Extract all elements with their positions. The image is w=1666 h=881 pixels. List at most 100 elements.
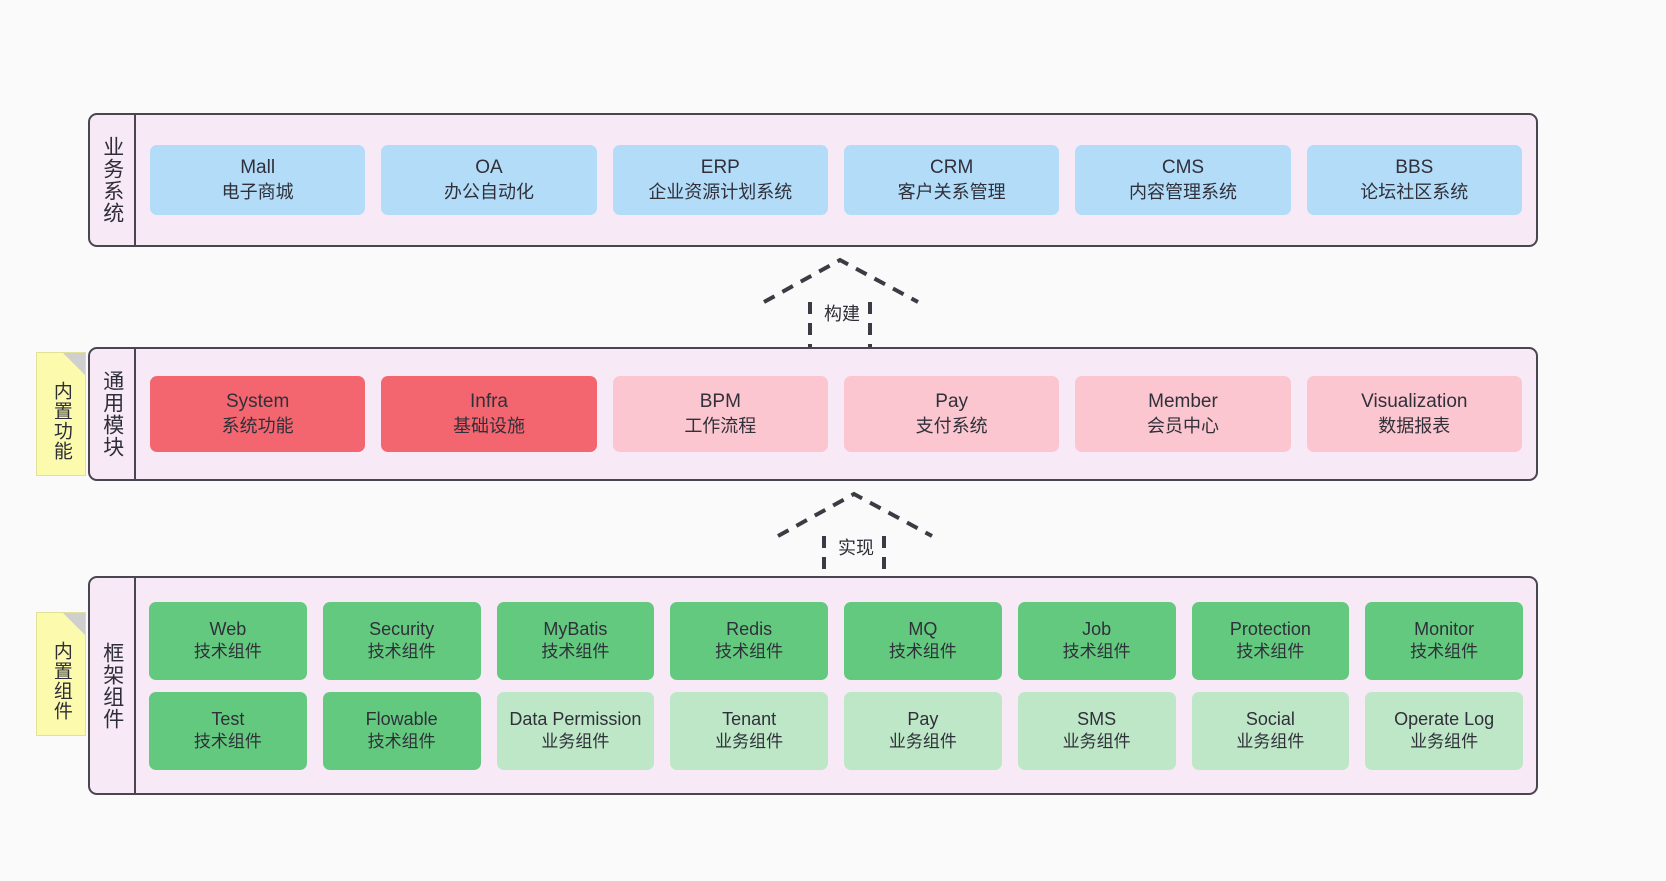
card-job[interactable]: Job 技术组件	[1017, 601, 1176, 680]
card-title: Web	[209, 618, 247, 639]
card-data-permission[interactable]: Data Permission 业务组件	[496, 691, 655, 770]
card-title: BBS	[1395, 156, 1434, 178]
card-sms[interactable]: SMS 业务组件	[1017, 691, 1176, 770]
card-subtitle: 技术组件	[541, 642, 610, 662]
card-subtitle: 基础设施	[452, 415, 525, 436]
module-card-row: System 系统功能 Infra 基础设施 BPM 工作流程 Pay 支付系统…	[150, 376, 1522, 452]
card-monitor[interactable]: Monitor 技术组件	[1365, 601, 1523, 680]
card-infra[interactable]: Infra 基础设施	[381, 376, 597, 452]
card-security[interactable]: Security 技术组件	[322, 601, 481, 680]
card-mq[interactable]: MQ 技术组件	[844, 601, 1002, 680]
card-title: OA	[475, 156, 503, 178]
card-title: Pay	[935, 390, 969, 412]
card-bbs[interactable]: BBS 论坛社区系统	[1306, 145, 1522, 215]
card-title: Redis	[726, 618, 773, 639]
card-operate-log[interactable]: Operate Log 业务组件	[1365, 691, 1523, 770]
connector-build-label: 构建	[824, 304, 860, 324]
fold-corner-icon	[63, 353, 85, 375]
card-title: ERP	[700, 156, 740, 178]
card-title: Mall	[240, 156, 276, 178]
card-subtitle: 电子商城	[221, 181, 294, 202]
card-title: Pay	[907, 708, 939, 729]
card-oa[interactable]: OA 办公自动化	[381, 145, 597, 215]
card-tenant[interactable]: Tenant 业务组件	[670, 691, 828, 770]
card-member[interactable]: Member 会员中心	[1075, 376, 1291, 452]
card-subtitle: 客户关系管理	[897, 181, 1006, 202]
card-title: Operate Log	[1394, 708, 1495, 729]
card-mybatis[interactable]: MyBatis 技术组件	[496, 601, 655, 680]
card-subtitle: 技术组件	[193, 732, 262, 752]
layer-framework-components[interactable]: 框架组件 Web 技术组件 Security 技术组件 MyBatis 技术组件…	[88, 576, 1538, 795]
card-title: Visualization	[1361, 390, 1468, 412]
card-title: Test	[211, 708, 245, 729]
card-protection[interactable]: Protection 技术组件	[1191, 601, 1350, 680]
card-mall[interactable]: Mall 电子商城	[150, 145, 366, 215]
card-subtitle: 内容管理系统	[1128, 181, 1237, 202]
card-subtitle: 会员中心	[1146, 415, 1219, 436]
card-system[interactable]: System 系统功能	[150, 376, 366, 452]
card-cms[interactable]: CMS 内容管理系统	[1075, 145, 1291, 215]
card-title: Protection	[1229, 618, 1311, 639]
sticky-note-builtin-features[interactable]: 内置功能	[36, 352, 86, 476]
connector-build: 构建	[752, 254, 932, 354]
generalization-arrowhead	[763, 257, 919, 304]
card-visualization[interactable]: Visualization 数据报表	[1306, 376, 1522, 452]
card-title: Social	[1245, 708, 1295, 729]
card-subtitle: 技术组件	[193, 642, 262, 662]
card-redis[interactable]: Redis 技术组件	[670, 601, 828, 680]
card-web[interactable]: Web 技术组件	[149, 601, 307, 680]
card-subtitle: 业务组件	[541, 732, 610, 752]
card-title: Flowable	[365, 708, 438, 729]
card-subtitle: 技术组件	[367, 642, 436, 662]
card-subtitle: 技术组件	[888, 642, 957, 662]
card-subtitle: 业务组件	[1410, 732, 1479, 752]
framework-row-2: Test 技术组件 Flowable 技术组件 Data Permission …	[149, 691, 1523, 770]
card-title: MyBatis	[543, 618, 608, 639]
card-flowable[interactable]: Flowable 技术组件	[322, 691, 481, 770]
connector-implement-label: 实现	[838, 538, 874, 558]
card-subtitle: 技术组件	[1062, 642, 1131, 662]
layer-common-modules[interactable]: 通用模块 System 系统功能 Infra 基础设施 BPM 工作流程 Pay	[88, 347, 1538, 481]
card-title: Job	[1082, 618, 1112, 639]
card-subtitle: 技术组件	[1410, 642, 1479, 662]
generalization-arrowhead	[777, 491, 933, 538]
card-pay-component[interactable]: Pay 业务组件	[844, 691, 1002, 770]
sticky-note-builtin-components[interactable]: 内置组件	[36, 612, 86, 736]
card-subtitle: 办公自动化	[443, 181, 534, 202]
layer-business-systems[interactable]: 业务系统 Mall 电子商城 OA 办公自动化 ERP 企业资源计划系统 CRM	[88, 113, 1538, 247]
layer-modules-body: System 系统功能 Infra 基础设施 BPM 工作流程 Pay 支付系统…	[136, 349, 1536, 479]
card-title: MQ	[908, 618, 938, 639]
sticky-note-label: 内置功能	[50, 381, 72, 461]
card-subtitle: 系统功能	[221, 415, 294, 436]
card-subtitle: 业务组件	[888, 732, 957, 752]
card-subtitle: 技术组件	[1236, 642, 1305, 662]
card-title: Member	[1148, 390, 1218, 412]
card-title: Tenant	[722, 708, 777, 729]
card-title: CRM	[930, 156, 974, 178]
card-title: Infra	[469, 390, 508, 412]
layer-modules-label: 通用模块	[90, 349, 136, 479]
card-subtitle: 技术组件	[715, 642, 784, 662]
card-subtitle: 业务组件	[1062, 732, 1131, 752]
card-title: System	[225, 390, 290, 412]
card-test[interactable]: Test 技术组件	[149, 691, 307, 770]
card-erp[interactable]: ERP 企业资源计划系统	[612, 145, 828, 215]
card-social[interactable]: Social 业务组件	[1191, 691, 1350, 770]
card-subtitle: 企业资源计划系统	[648, 181, 793, 202]
card-subtitle: 业务组件	[715, 732, 784, 752]
card-subtitle: 论坛社区系统	[1360, 181, 1469, 202]
card-title: BPM	[699, 390, 741, 412]
card-pay-module[interactable]: Pay 支付系统	[843, 376, 1060, 452]
fold-corner-icon	[63, 613, 85, 635]
card-crm[interactable]: CRM 客户关系管理	[843, 145, 1060, 215]
card-bpm[interactable]: BPM 工作流程	[612, 376, 828, 452]
card-subtitle: 工作流程	[684, 415, 757, 436]
card-title: Monitor	[1414, 618, 1475, 639]
card-title: CMS	[1161, 156, 1205, 178]
card-title: SMS	[1077, 708, 1117, 729]
card-subtitle: 数据报表	[1378, 415, 1451, 436]
layer-framework-body: Web 技术组件 Security 技术组件 MyBatis 技术组件 Redi…	[136, 578, 1536, 793]
card-subtitle: 支付系统	[915, 415, 988, 436]
layer-business-label: 业务系统	[90, 115, 136, 245]
